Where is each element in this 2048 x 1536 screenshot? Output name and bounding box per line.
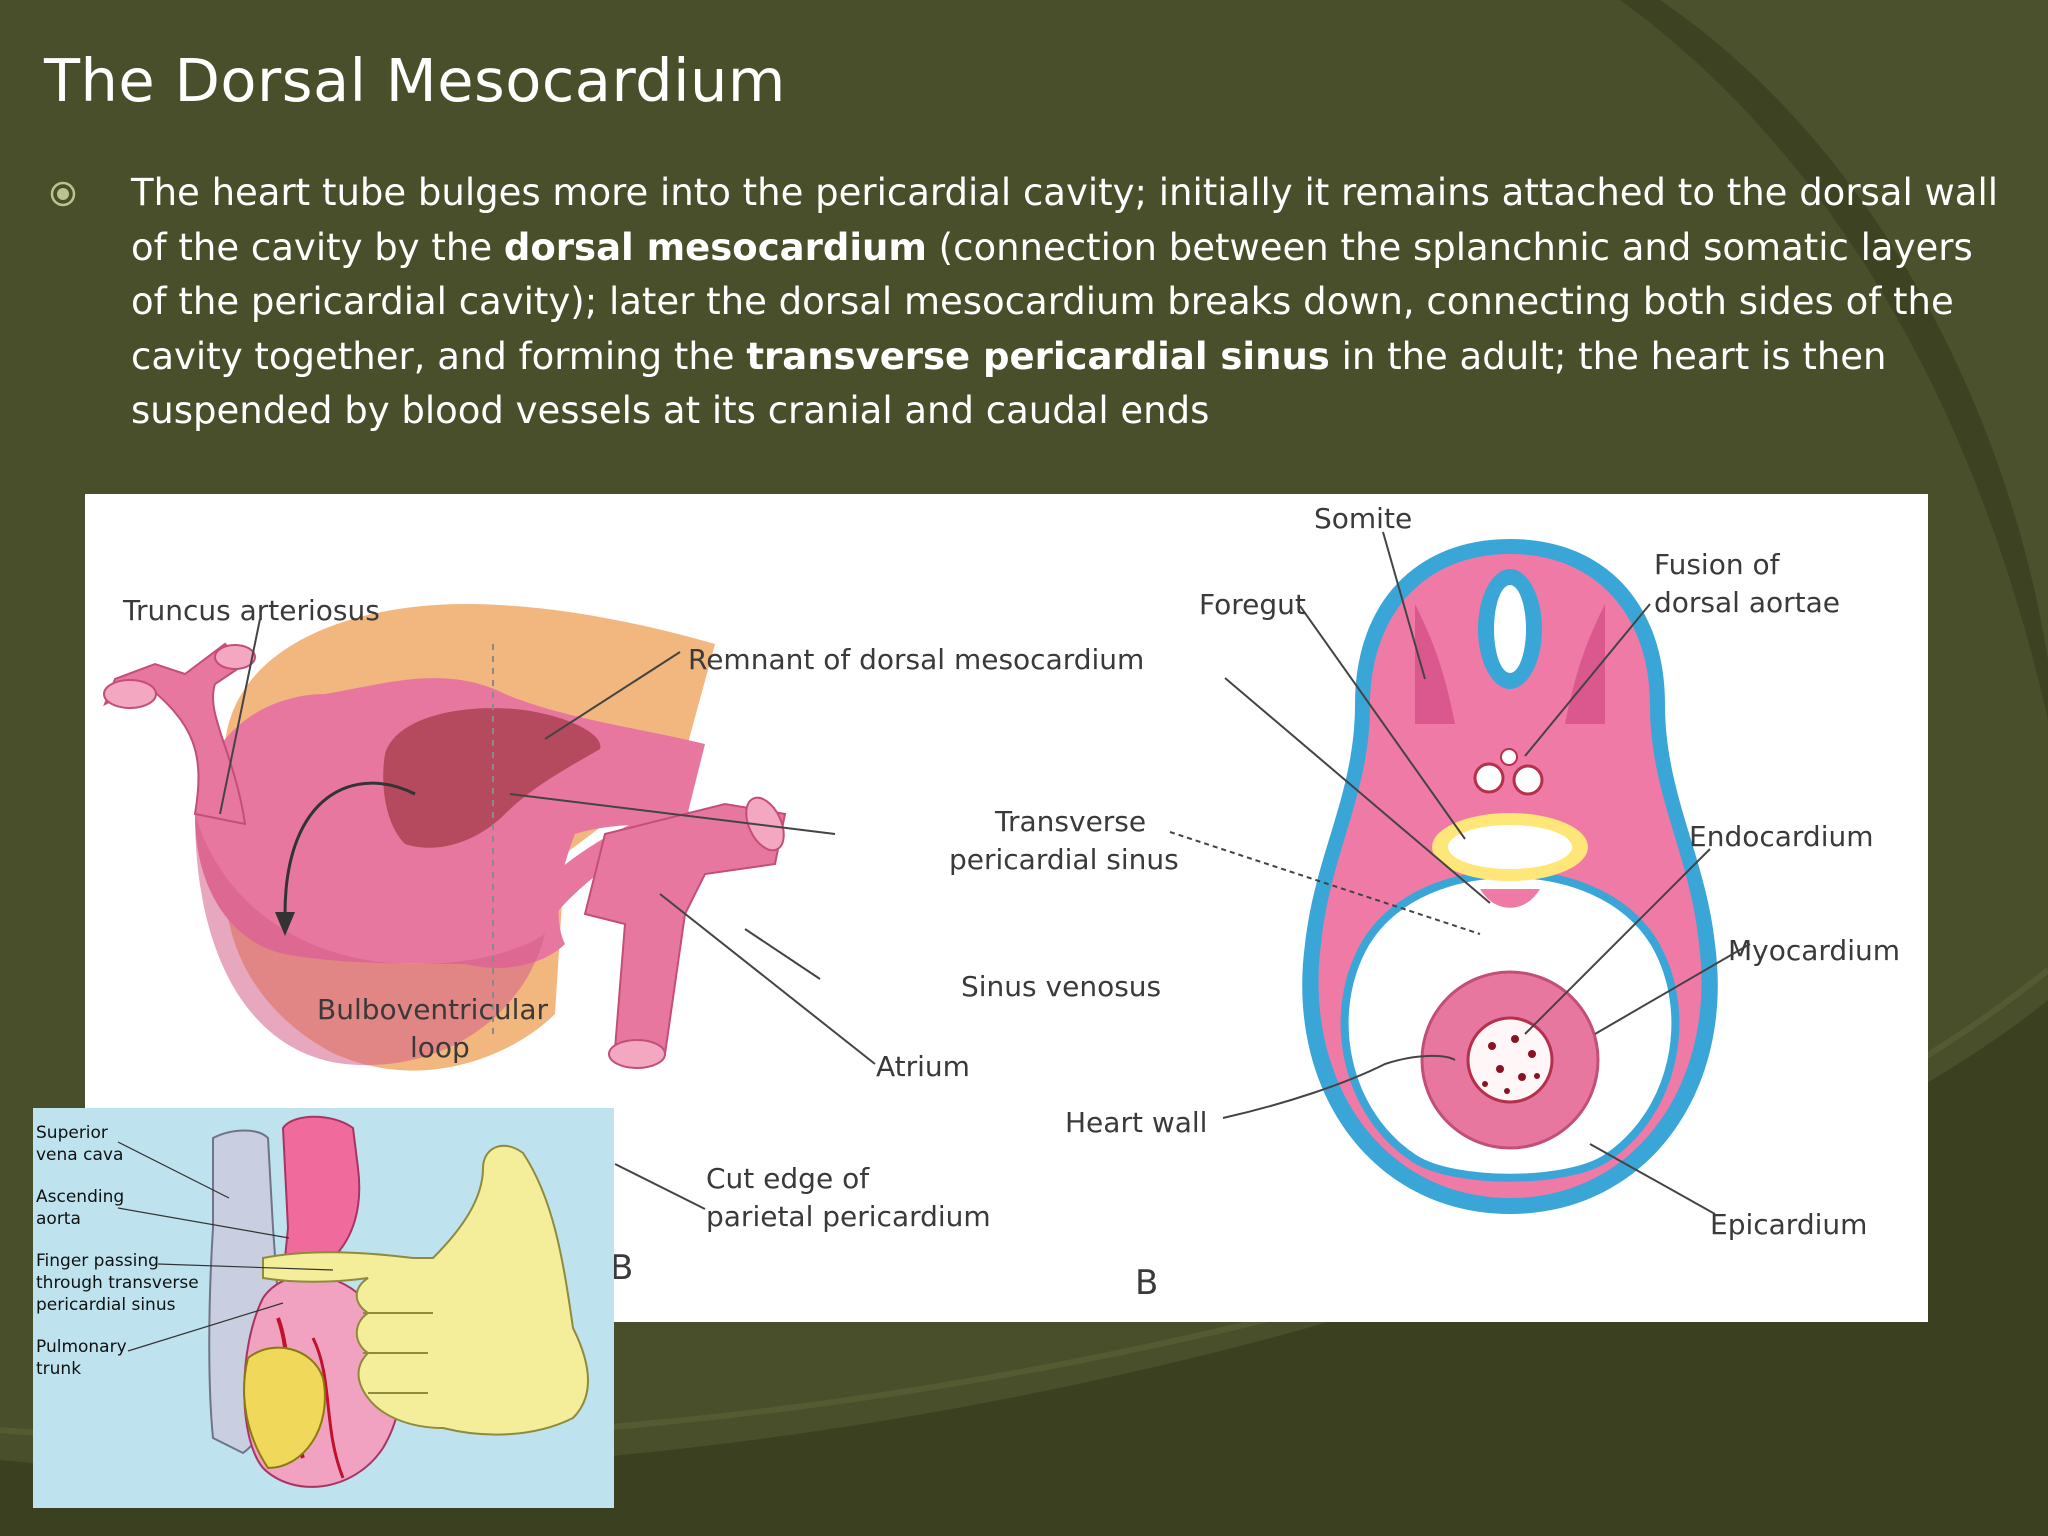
label-sinus-venosus: Sinus venosus	[961, 970, 1161, 1003]
bullet-text-part: in the adult; the heart is then suspende…	[131, 334, 1887, 433]
label-fusion-of: Fusion of	[1654, 548, 1781, 581]
inset-label-aorta: aorta	[36, 1209, 81, 1229]
inset-label-vena-cava: vena cava	[36, 1145, 123, 1165]
inset-label-through-transverse: through transverse	[36, 1273, 199, 1293]
label-pericardial-sinus: pericardial sinus	[949, 843, 1179, 876]
label-myocardium: Myocardium	[1728, 934, 1900, 967]
bold-term-dorsal-mesocardium: dorsal mesocardium	[503, 225, 927, 269]
embryo-heart-illustration: Truncus arteriosus Remnant of dorsal mes…	[103, 502, 1900, 1303]
label-transverse: Transverse	[994, 805, 1146, 838]
label-loop: loop	[410, 1031, 470, 1064]
bold-term-transverse-sinus: transverse pericardial sinus	[746, 334, 1330, 378]
bullet-text-part: (connection between the splanchnic and s…	[131, 225, 1973, 378]
panel-letter-left: B	[610, 1248, 633, 1288]
bullet-paragraph: The heart tube bulges more into the peri…	[131, 166, 2001, 439]
label-parietal-pericardium: parietal pericardium	[706, 1200, 991, 1233]
inset-label-pulmonary: Pulmonary	[36, 1337, 127, 1357]
circle-bullet-icon	[50, 181, 76, 207]
label-somite: Somite	[1314, 502, 1412, 535]
label-remnant-dorsal-mesocardium: Remnant of dorsal mesocardium	[688, 643, 1144, 676]
inset-label-pericardial-sinus: pericardial sinus	[36, 1295, 176, 1315]
label-bulboventricular: Bulboventricular	[317, 993, 549, 1026]
label-epicardium: Epicardium	[1710, 1208, 1867, 1241]
finger-through-sinus-figure: Superior vena cava Ascending aorta Finge…	[33, 1108, 614, 1508]
bullet-text-part: The heart tube bulges more into the peri…	[131, 171, 1999, 269]
label-atrium: Atrium	[876, 1050, 970, 1083]
slide-title: The Dorsal Mesocardium	[44, 46, 786, 115]
label-endocardium: Endocardium	[1689, 820, 1874, 853]
label-dorsal-aortae: dorsal aortae	[1654, 586, 1840, 619]
inset-label-ascending: Ascending	[36, 1187, 124, 1207]
inset-label-finger-passing: Finger passing	[36, 1251, 159, 1271]
inset-label-trunk: trunk	[36, 1359, 81, 1379]
panel-letter-right: B	[1135, 1263, 1158, 1303]
label-cut-edge: Cut edge of	[706, 1162, 870, 1195]
inset-label-superior: Superior	[36, 1123, 108, 1143]
label-heart-wall: Heart wall	[1065, 1106, 1207, 1139]
embryo-heart-figure: Truncus arteriosus Remnant of dorsal mes…	[85, 494, 1928, 1322]
label-foregut: Foregut	[1199, 588, 1306, 621]
finger-through-sinus-illustration: Superior vena cava Ascending aorta Finge…	[36, 1115, 589, 1488]
label-truncus-arteriosus: Truncus arteriosus	[122, 594, 380, 627]
